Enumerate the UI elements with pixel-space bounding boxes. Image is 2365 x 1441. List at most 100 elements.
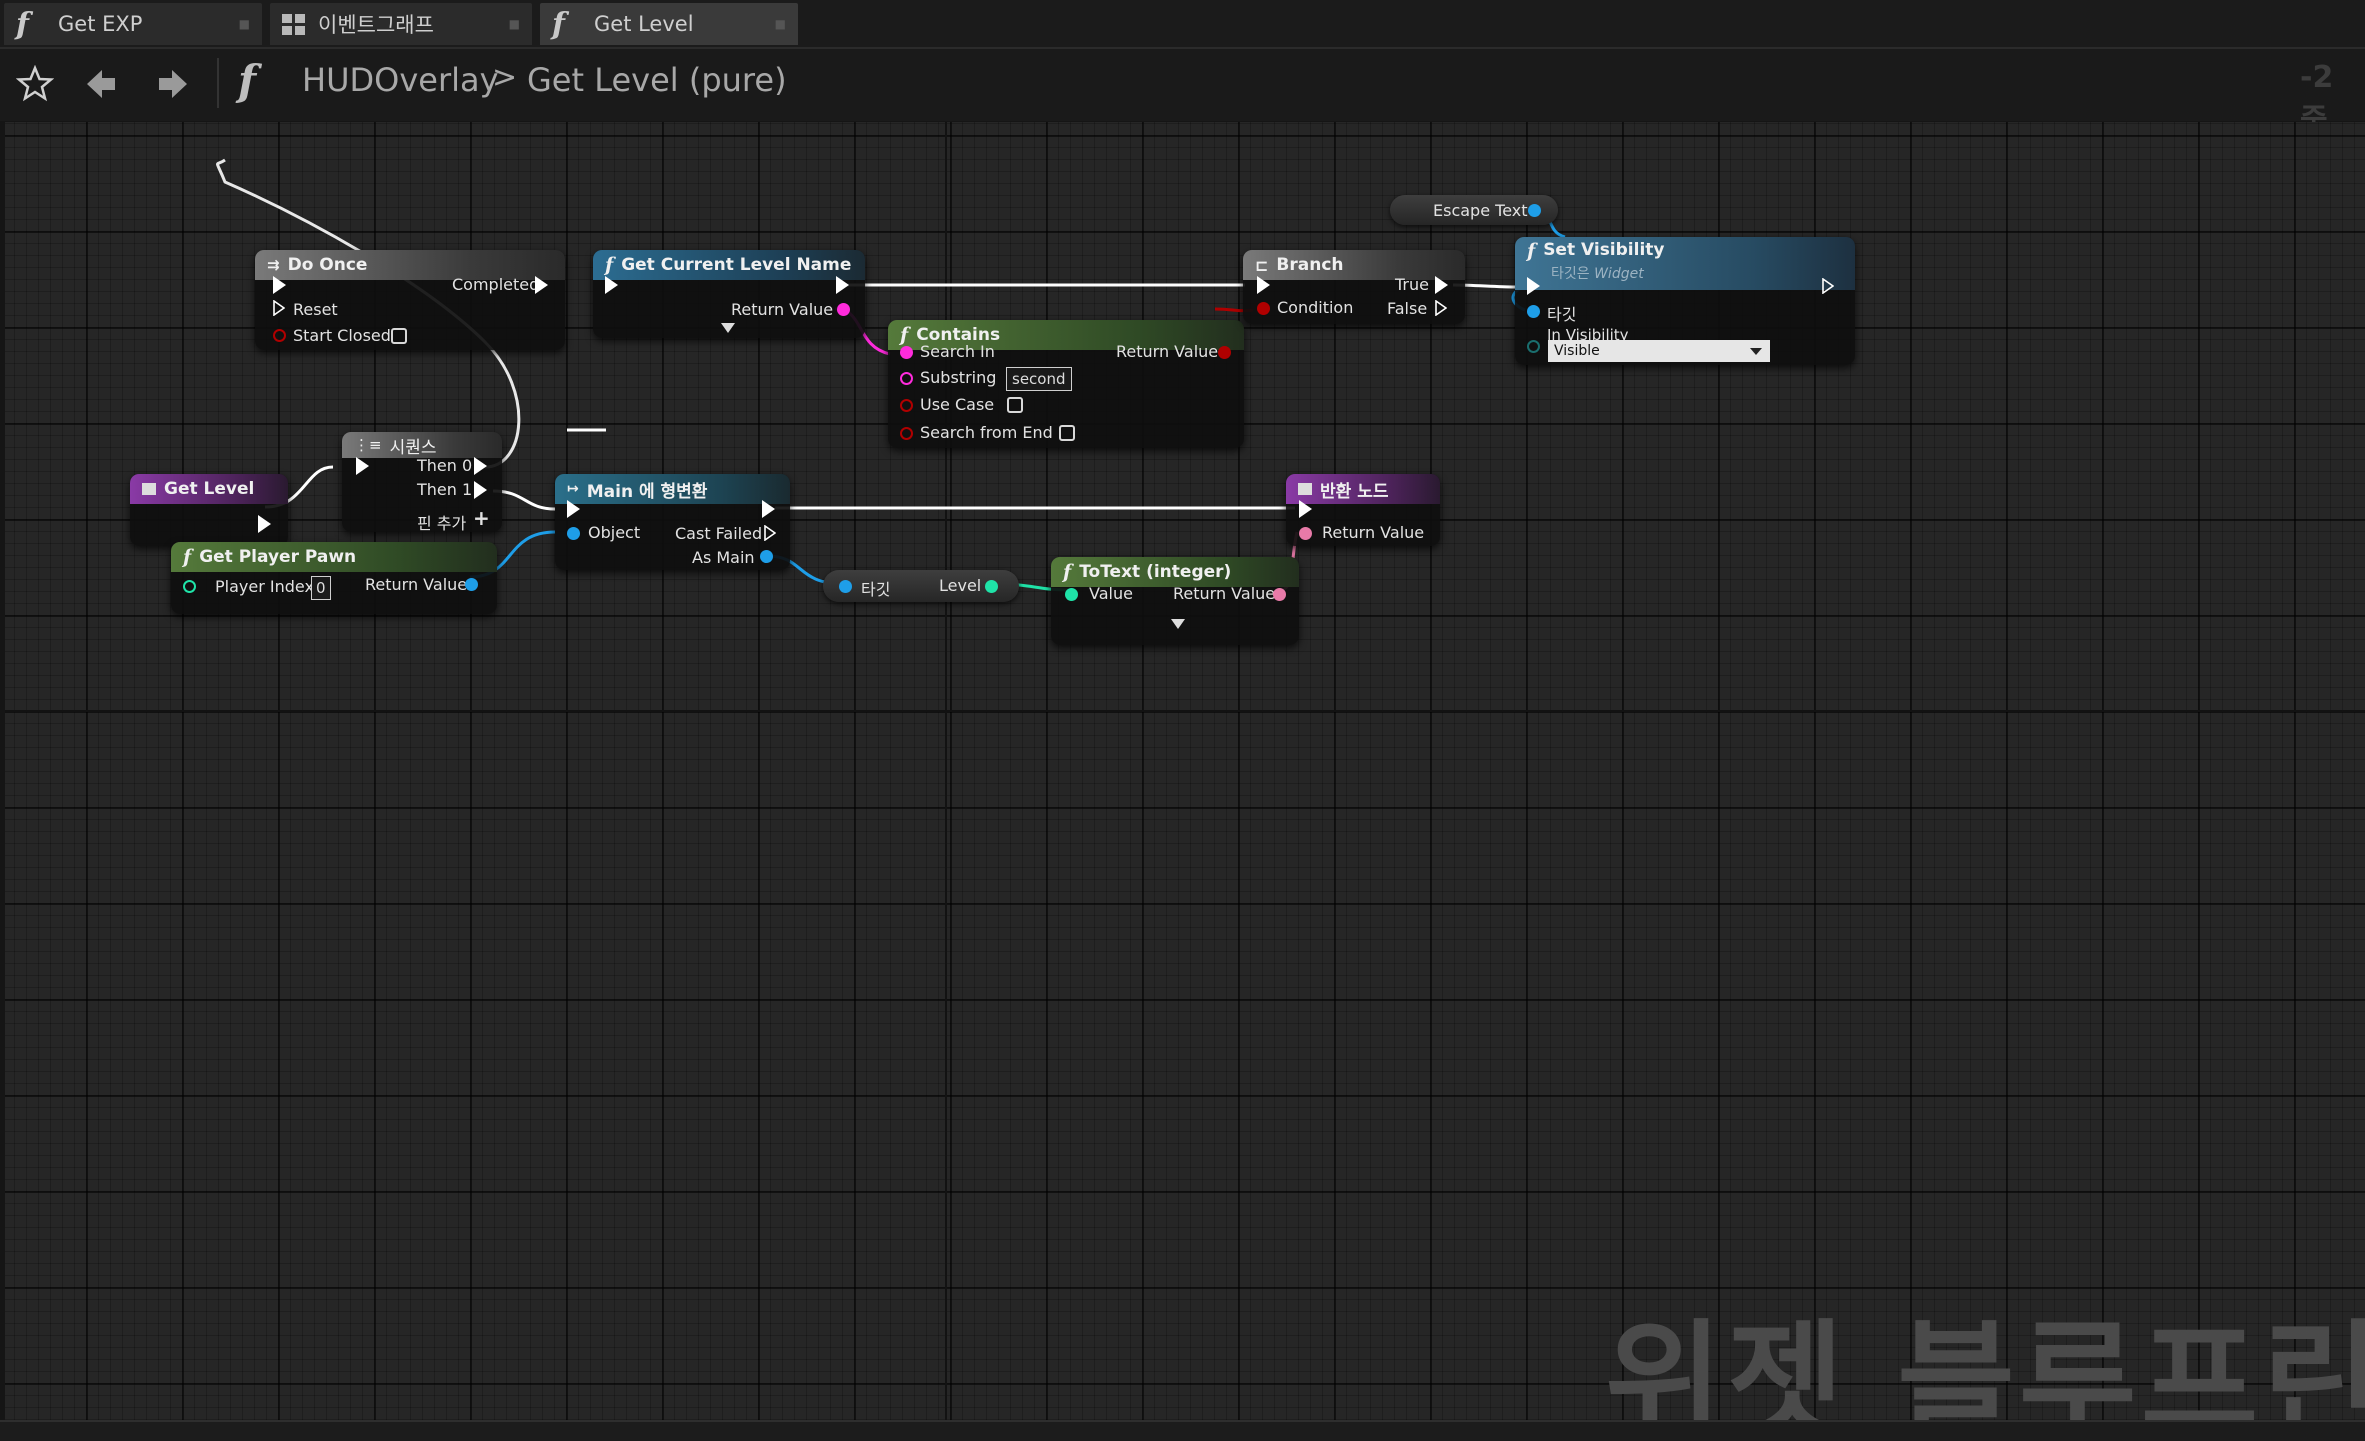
expand-arrow-icon[interactable] xyxy=(721,323,735,333)
back-arrow-icon[interactable] xyxy=(78,61,124,107)
object-pin[interactable] xyxy=(465,578,478,591)
exec-in-pin[interactable] xyxy=(1527,277,1540,295)
object-pin[interactable] xyxy=(567,527,580,540)
cast-to-main-node[interactable]: ↦ Main 에 형변환 Object Cast Failed As Main xyxy=(555,474,790,570)
object-pin[interactable] xyxy=(1528,204,1541,217)
exec-in-pin[interactable] xyxy=(273,276,286,294)
expand-arrow-icon[interactable] xyxy=(1171,619,1185,629)
exec-out-pin[interactable] xyxy=(258,515,271,533)
node-title: Get Current Level Name xyxy=(621,255,852,275)
exec-in-pin[interactable] xyxy=(356,457,369,475)
bool-pin[interactable] xyxy=(273,329,286,342)
function-icon: f xyxy=(605,254,614,276)
widget-blueprint-watermark: 위젯 블루프린트 xyxy=(1605,1308,2365,1420)
function-icon: f xyxy=(552,6,565,42)
node-header: Get Level xyxy=(130,474,288,504)
toolbar-divider xyxy=(217,58,219,108)
target-label: 타깃 xyxy=(861,580,891,599)
branch-node[interactable]: ⊏ Branch True Condition False xyxy=(1243,250,1465,324)
node-title: 반환 노드 xyxy=(1320,481,1389,502)
exec-out-pin[interactable] xyxy=(1822,278,1834,294)
text-pin[interactable] xyxy=(1299,527,1312,540)
integer-pin[interactable] xyxy=(1065,588,1078,601)
false-exec-pin[interactable] xyxy=(1435,300,1447,316)
then-1-exec-pin[interactable] xyxy=(474,481,487,499)
get-player-pawn-node[interactable]: f Get Player Pawn Player Index 0 Return … xyxy=(171,542,497,614)
tab-get-level[interactable]: f Get Level ■ xyxy=(540,3,798,45)
object-pin[interactable] xyxy=(760,550,773,563)
exec-in-pin[interactable] xyxy=(567,500,580,518)
false-label: False xyxy=(1387,299,1428,318)
exec-in-pin[interactable] xyxy=(1299,500,1312,518)
bool-pin[interactable] xyxy=(900,427,913,440)
forward-arrow-icon[interactable] xyxy=(150,61,196,107)
escape-text-variable[interactable]: Escape Text xyxy=(1390,195,1558,225)
text-pin[interactable] xyxy=(1273,588,1286,601)
object-pin[interactable] xyxy=(1527,305,1540,318)
string-pin[interactable] xyxy=(900,372,913,385)
bool-pin[interactable] xyxy=(900,399,913,412)
close-tab-icon[interactable]: ■ xyxy=(238,17,250,31)
close-tab-icon[interactable]: ■ xyxy=(774,17,786,31)
level-variable-getter[interactable]: 타깃 Level xyxy=(823,570,1019,602)
player-index-input[interactable]: 0 xyxy=(311,576,331,600)
string-pin[interactable] xyxy=(900,346,913,359)
exec-out-pin[interactable] xyxy=(836,276,849,294)
use-case-checkbox[interactable] xyxy=(1007,397,1023,413)
escape-text-label: Escape Text xyxy=(1433,201,1528,220)
breadcrumb-parent[interactable]: HUDOverlay xyxy=(302,61,499,99)
wire-exec xyxy=(492,489,556,511)
integer-pin[interactable] xyxy=(183,580,196,593)
sequence-node[interactable]: ⋮≡ 시퀀스 Then 0 Then 1 핀 추가 + xyxy=(342,432,502,533)
do-once-node[interactable]: ⇉ Do Once Completed Reset Start Closed xyxy=(255,250,565,350)
return-node[interactable]: 반환 노드 Return Value xyxy=(1286,474,1440,546)
cast-failed-exec-pin[interactable] xyxy=(764,525,776,541)
set-visibility-node[interactable]: f Set Visibility 타깃은 Widget 타깃 In Visibi… xyxy=(1515,237,1855,365)
then-0-label: Then 0 xyxy=(417,456,473,475)
to-text-integer-node[interactable]: f ToText (integer) Value Return Value xyxy=(1051,557,1299,645)
add-pin-label[interactable]: 핀 추가 xyxy=(417,514,467,533)
add-pin-icon[interactable]: + xyxy=(473,506,490,530)
completed-label: Completed xyxy=(452,275,540,294)
node-header: ⇉ Do Once xyxy=(255,250,565,280)
string-pin[interactable] xyxy=(837,303,850,316)
start-closed-checkbox[interactable] xyxy=(391,328,407,344)
favorite-star-icon[interactable] xyxy=(12,61,58,107)
do-once-icon: ⇉ xyxy=(267,256,280,274)
exec-out-pin[interactable] xyxy=(762,500,775,518)
close-tab-icon[interactable]: ■ xyxy=(508,17,520,31)
true-exec-pin[interactable] xyxy=(1435,276,1448,294)
get-level-entry-node[interactable]: Get Level xyxy=(130,474,288,546)
search-from-end-checkbox[interactable] xyxy=(1059,425,1075,441)
in-visibility-label: In Visibility xyxy=(1547,326,1629,344)
exec-out-pin[interactable] xyxy=(535,276,548,294)
breadcrumb-current: Get Level (pure) xyxy=(527,61,787,99)
then-0-exec-pin[interactable] xyxy=(474,457,487,475)
visibility-dropdown[interactable]: Visible xyxy=(1548,340,1770,362)
start-closed-label: Start Closed xyxy=(293,326,391,345)
return-icon xyxy=(1298,483,1312,495)
bool-pin[interactable] xyxy=(1218,346,1231,359)
enum-pin[interactable] xyxy=(1527,340,1540,353)
node-header: f Set Visibility 타깃은 Widget xyxy=(1515,237,1855,290)
integer-pin[interactable] xyxy=(985,580,998,593)
level-label: Level xyxy=(939,576,982,595)
exec-in-pin[interactable] xyxy=(1257,276,1270,294)
tab-bar: f Get EXP ■ 이벤트그래프 ■ f Get Level ■ xyxy=(0,0,2365,49)
node-title: Set Visibility xyxy=(1543,240,1665,260)
tab-get-exp[interactable]: f Get EXP ■ xyxy=(4,3,262,45)
get-current-level-name-node[interactable]: f Get Current Level Name Return Value xyxy=(593,250,865,338)
visibility-value: Visible xyxy=(1554,343,1600,359)
bottom-bar xyxy=(0,1420,2365,1441)
substring-input[interactable]: second xyxy=(1006,367,1072,391)
bool-pin[interactable] xyxy=(1257,302,1270,315)
contains-node[interactable]: f Contains Search In Return Value Substr… xyxy=(888,320,1244,448)
tab-event-graph[interactable]: 이벤트그래프 ■ xyxy=(270,3,532,45)
object-pin[interactable] xyxy=(839,580,852,593)
node-title: Do Once xyxy=(287,255,368,275)
exec-in-pin[interactable] xyxy=(605,276,618,294)
graph-canvas[interactable]: Escape Text ⇉ Do Once Completed Reset St… xyxy=(5,122,2365,1420)
node-title: ToText (integer) xyxy=(1079,562,1232,582)
target-label: 타깃 xyxy=(1547,305,1577,324)
reset-exec-pin[interactable] xyxy=(273,300,285,316)
